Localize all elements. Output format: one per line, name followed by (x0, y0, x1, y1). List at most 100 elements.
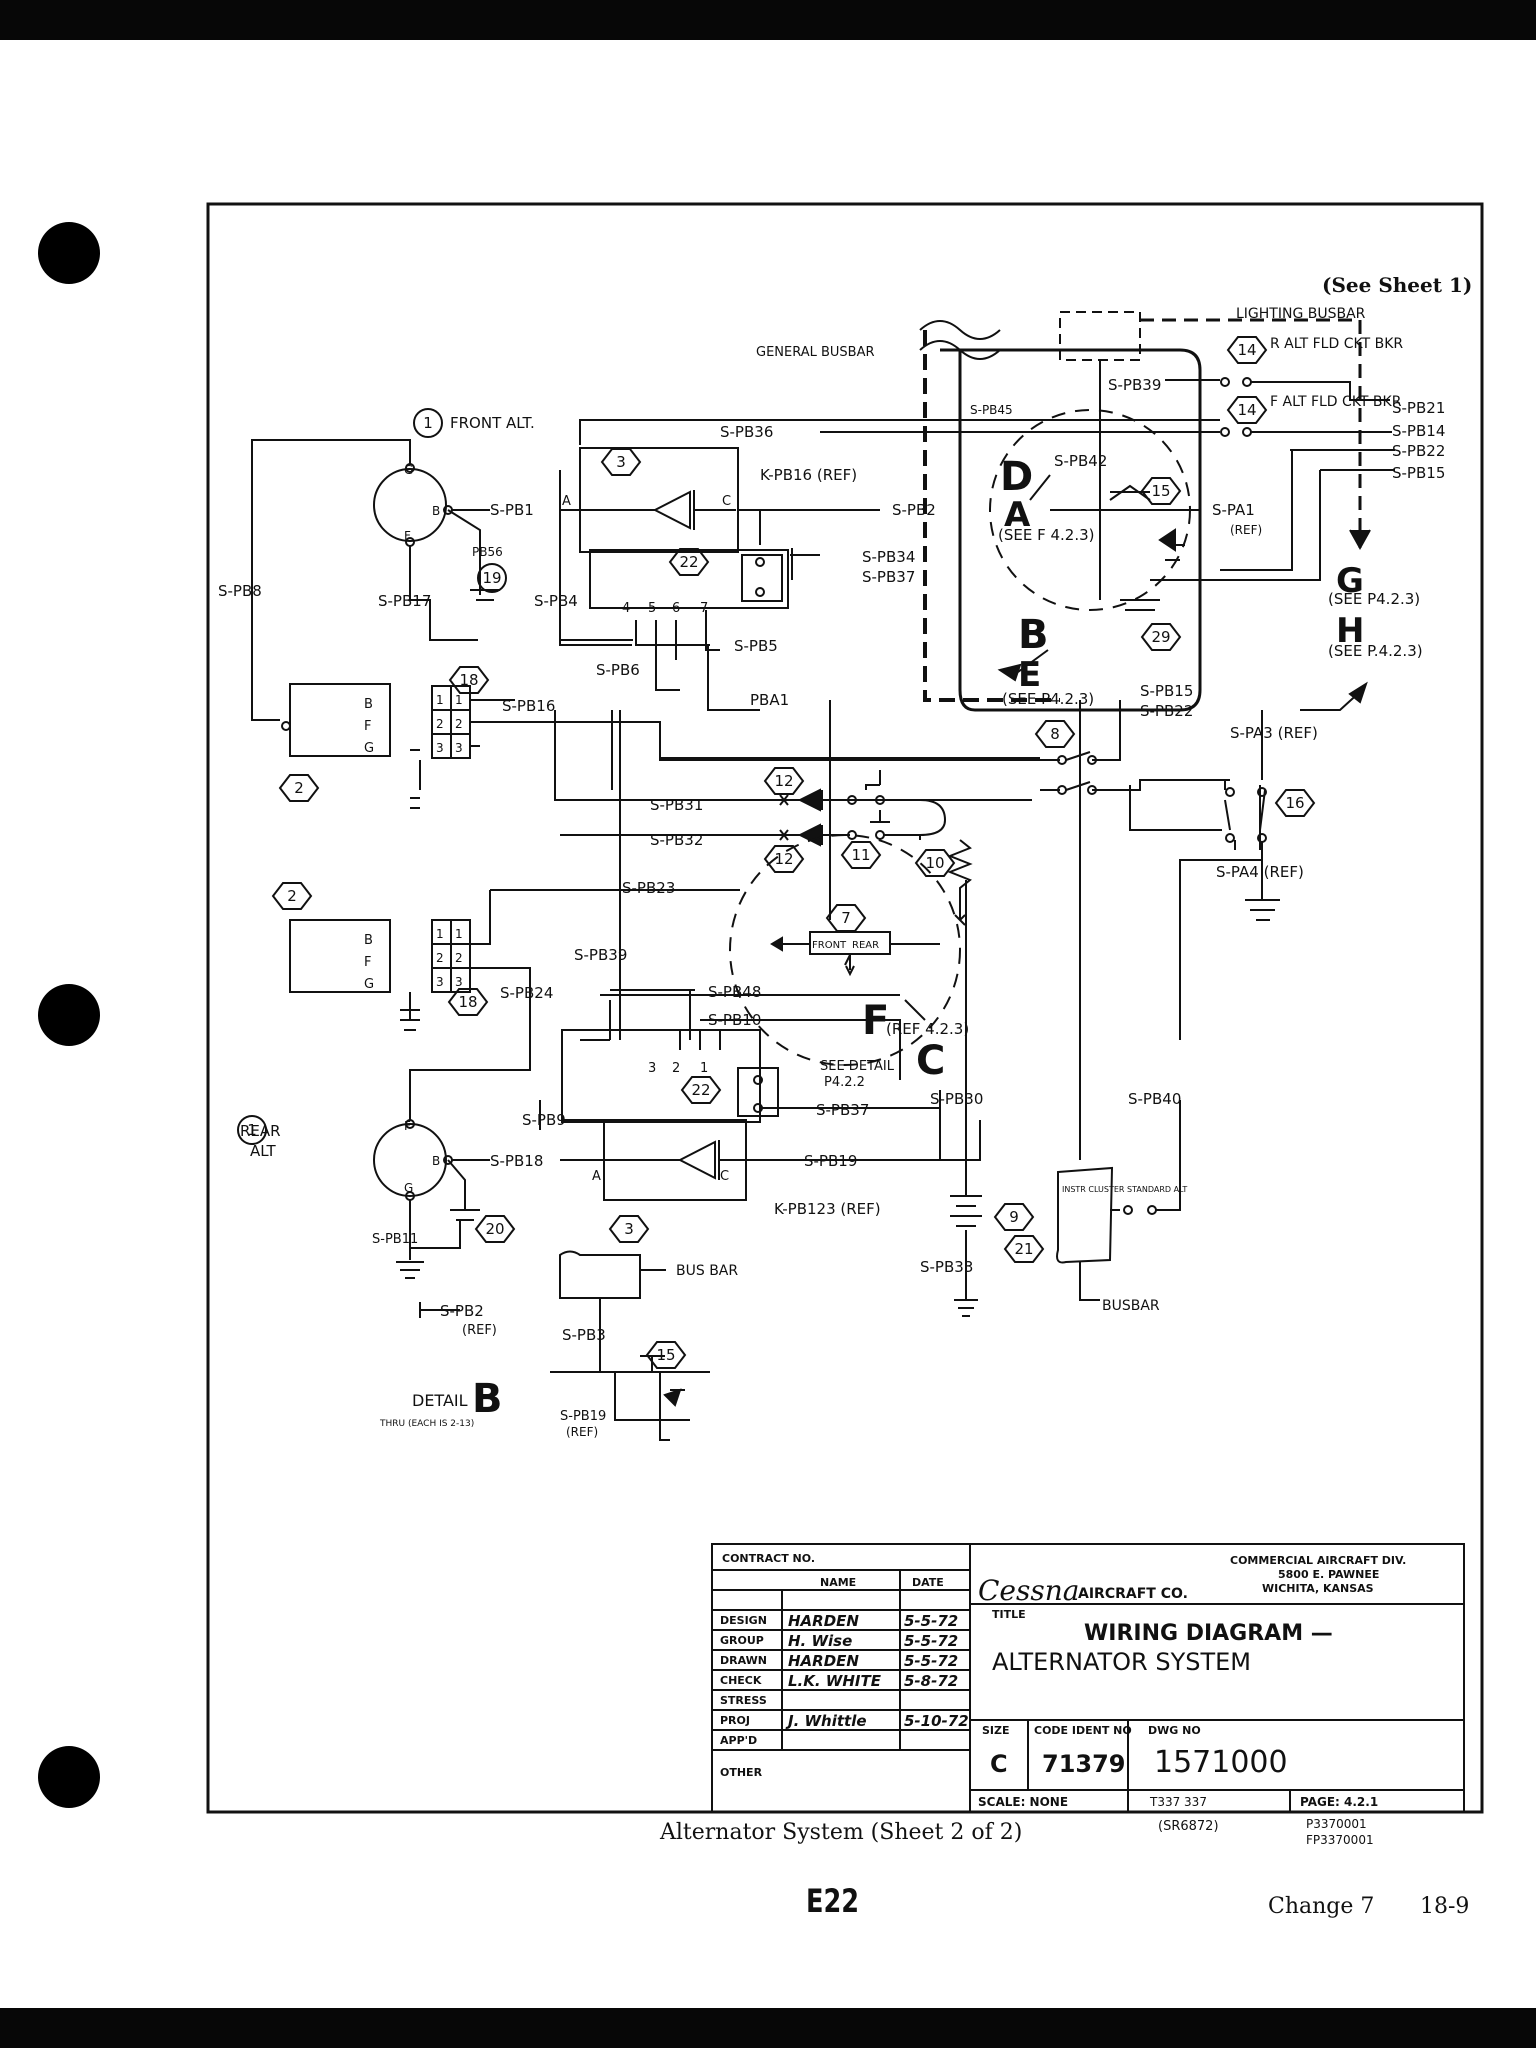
terminal-c-reg2: C (720, 1169, 729, 1184)
page-id: E22 (806, 1882, 860, 1920)
callout-16-bottom: 18 (458, 993, 477, 1011)
tb-name-drawn: HARDEN (788, 1652, 859, 1670)
busbar-lower-label: BUSBAR (1102, 1298, 1160, 1314)
wire-pb37-top: S-PB37 (862, 568, 915, 586)
tb-code: 71379 (1042, 1750, 1126, 1778)
binder-hole-bottom (38, 1746, 100, 1808)
wire-pb42: S-PB42 (1054, 452, 1107, 470)
ref-note-f: (REF 4.2.3) (886, 1020, 969, 1038)
wire-pb56: PB56 (472, 545, 503, 559)
wire-pba1: PBA1 (750, 691, 789, 709)
wire-pb18: S-PB18 (490, 1152, 543, 1170)
wire-pb15: S-PB15 (1392, 464, 1445, 482)
see-sheet-note: (See Sheet 1) (1322, 273, 1472, 297)
terminal-f-box2: F (364, 955, 371, 970)
tb-role-group: GROUP (720, 1634, 764, 1647)
terminal-a-reg2: A (592, 1169, 601, 1184)
wire-pb37-lower: S-PB37 (816, 1101, 869, 1119)
pin-3b-bottom: 3 (455, 975, 463, 989)
ref-letter-d: D (1000, 454, 1033, 500)
wire-pa3: S-PA3 (REF) (1230, 724, 1318, 742)
rear-alt-label-1: REAR (240, 1122, 281, 1140)
r-alt-breaker-label: R ALT FLD CKT BKR (1270, 336, 1403, 352)
wire-pb19: S-PB19 (804, 1152, 857, 1170)
wire-pb30: S-PB30 (930, 1090, 983, 1108)
wire-pb16: S-PB16 (502, 697, 555, 715)
tb-serial-1: P3370001 (1306, 1817, 1367, 1831)
callout-15-top: 15 (1151, 482, 1170, 500)
tb-role-drawn: DRAWN (720, 1654, 767, 1667)
wire-pb22-lower: S-PB22 (1140, 702, 1193, 720)
wire-pb21: S-PB21 (1392, 399, 1445, 417)
wire-pa1-ref: (REF) (1230, 523, 1262, 537)
pin-2-bottom: 2 (436, 951, 444, 965)
terminal-4: 4 (622, 601, 630, 616)
pin-1b-top: 1 (455, 693, 463, 707)
ref-letter-a: A (1004, 495, 1031, 535)
wire-pb8: S-PB8 (218, 582, 262, 600)
callout-12-top: 12 (774, 772, 793, 790)
terminal-b-box2: B (364, 933, 373, 948)
terminal-b-rear: B (432, 1154, 440, 1168)
ref-letter-b: B (1018, 612, 1049, 658)
wire-pb31: S-PB31 (650, 796, 703, 814)
wire-pb22: S-PB22 (1392, 442, 1445, 460)
terminal-g-front: G (404, 463, 413, 477)
terminal-f-front: F (404, 529, 411, 543)
cessna-logo: Cessna (978, 1574, 1079, 1607)
wire-pb3: S-PB3 (562, 1326, 606, 1344)
tb-dwg-number: 1571000 (1154, 1745, 1288, 1780)
wire-pb15-lower: S-PB15 (1140, 682, 1193, 700)
tb-dwg-header: DWG NO (1148, 1724, 1201, 1737)
f-alt-breaker-label: F ALT FLD CKT BKR (1270, 394, 1402, 410)
tb-date-group: 5-5-72 (904, 1632, 958, 1650)
callout-18: 16 (1285, 794, 1304, 812)
tb-name-design: HARDEN (788, 1612, 859, 1630)
tb-name-header: NAME (820, 1576, 856, 1589)
wire-pb19-ref: (REF) (566, 1425, 598, 1439)
wire-pb32: S-PB32 (650, 831, 703, 849)
terminal-3-reg2: 3 (648, 1061, 656, 1076)
terminal-g-box2: G (364, 977, 374, 992)
detail-label: DETAIL (412, 1391, 468, 1410)
callout-15-detail: 15 (656, 1346, 675, 1364)
tb-date-drawn: 5-5-72 (904, 1652, 958, 1670)
ref-note-g: (SEE P4.2.3) (1328, 590, 1420, 608)
wire-kpb12: K-PB123 (REF) (774, 1200, 881, 1218)
pin-3-bottom: 3 (436, 975, 444, 989)
wire-pb6: S-PB6 (596, 661, 640, 679)
wire-pb39-lower: S-PB39 (574, 946, 627, 964)
wire-pb2-ref: (REF) (462, 1323, 497, 1338)
callout-3-bottom: 3 (624, 1220, 634, 1238)
title-block (711, 1543, 1465, 1813)
tb-scale: SCALE: NONE (978, 1795, 1068, 1809)
ref-letter-c: C (916, 1038, 945, 1084)
terminal-2-reg2: 2 (672, 1061, 680, 1076)
ref-letter-h: H (1336, 611, 1364, 651)
tb-contract-no: CONTRACT NO. (722, 1552, 815, 1565)
terminal-f-box1: F (364, 719, 371, 734)
binder-hole-middle (38, 984, 100, 1046)
figure-caption: Alternator System (Sheet 2 of 2) (660, 1820, 1023, 1845)
callout-19: 19 (482, 569, 501, 587)
callout-22-bottom: 22 (691, 1081, 710, 1099)
pin-3-top: 3 (436, 741, 444, 755)
callout-12-bottom: 12 (774, 850, 793, 868)
tb-role-other: OTHER (720, 1766, 763, 1779)
tb-role-proj: PROJ (720, 1714, 750, 1727)
lighting-busbar (1059, 311, 1141, 361)
ref-letter-g: G (1336, 561, 1364, 601)
tb-division-2: 5800 E. PAWNEE (1278, 1568, 1379, 1581)
pin-2b-top: 2 (455, 717, 463, 731)
rear-switch-label: REAR (852, 940, 879, 951)
tb-sheet-ref: T337 337 (1149, 1795, 1207, 1809)
tb-role-check: CHECK (720, 1674, 762, 1687)
callout-14-bottom: 14 (1237, 401, 1256, 419)
callout-7: 7 (841, 909, 851, 927)
ref-note-e: (SEE P4.2.3) (1002, 690, 1094, 708)
callout-29: 29 (1151, 628, 1170, 646)
callout-3-top: 3 (616, 453, 626, 471)
front-alternator (373, 468, 447, 542)
tb-date-check: 5-8-72 (904, 1672, 958, 1690)
wire-pb45: S-PB45 (970, 403, 1013, 417)
